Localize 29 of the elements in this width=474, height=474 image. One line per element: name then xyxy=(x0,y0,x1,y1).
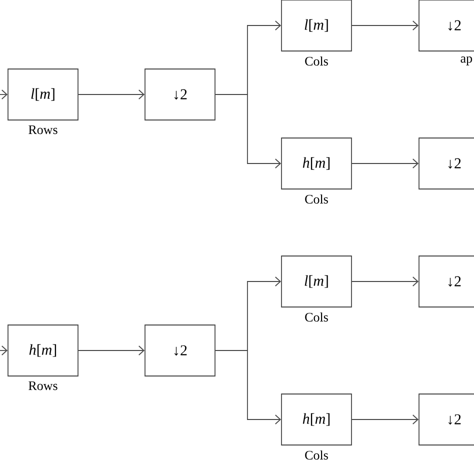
filter-box: h[m] xyxy=(281,138,352,190)
arrow xyxy=(215,350,282,424)
arrow xyxy=(78,346,145,356)
node-label: Rows xyxy=(28,381,58,390)
node-label: Cols xyxy=(305,312,328,322)
filter-box: ↓2 xyxy=(144,324,216,376)
filter-box: ↓2 xyxy=(144,68,216,120)
filter-box: h[m] xyxy=(281,394,352,446)
filter-box: l[m] xyxy=(281,256,352,308)
filter-box: h[m] xyxy=(8,324,78,376)
arrow xyxy=(0,90,8,100)
filter-box: ↓2 xyxy=(418,138,474,190)
filter-box: ↓2 xyxy=(418,394,474,446)
arrow xyxy=(352,414,419,424)
node-label: Cols xyxy=(305,56,328,66)
arrow xyxy=(352,20,419,30)
arrow xyxy=(352,276,419,286)
node-label: Cols xyxy=(305,194,328,204)
filter-box: ↓2 xyxy=(418,256,474,308)
filter-box: l[m] xyxy=(281,0,352,52)
node-label: Cols xyxy=(305,450,328,460)
arrow xyxy=(0,346,8,356)
arrow xyxy=(352,158,419,168)
node-label: Rows xyxy=(28,125,58,134)
filter-box: l[m] xyxy=(8,68,78,120)
node-label: ap xyxy=(460,56,472,66)
arrow xyxy=(215,94,282,168)
filter-box: ↓2 xyxy=(418,0,474,52)
arrow xyxy=(78,90,145,100)
